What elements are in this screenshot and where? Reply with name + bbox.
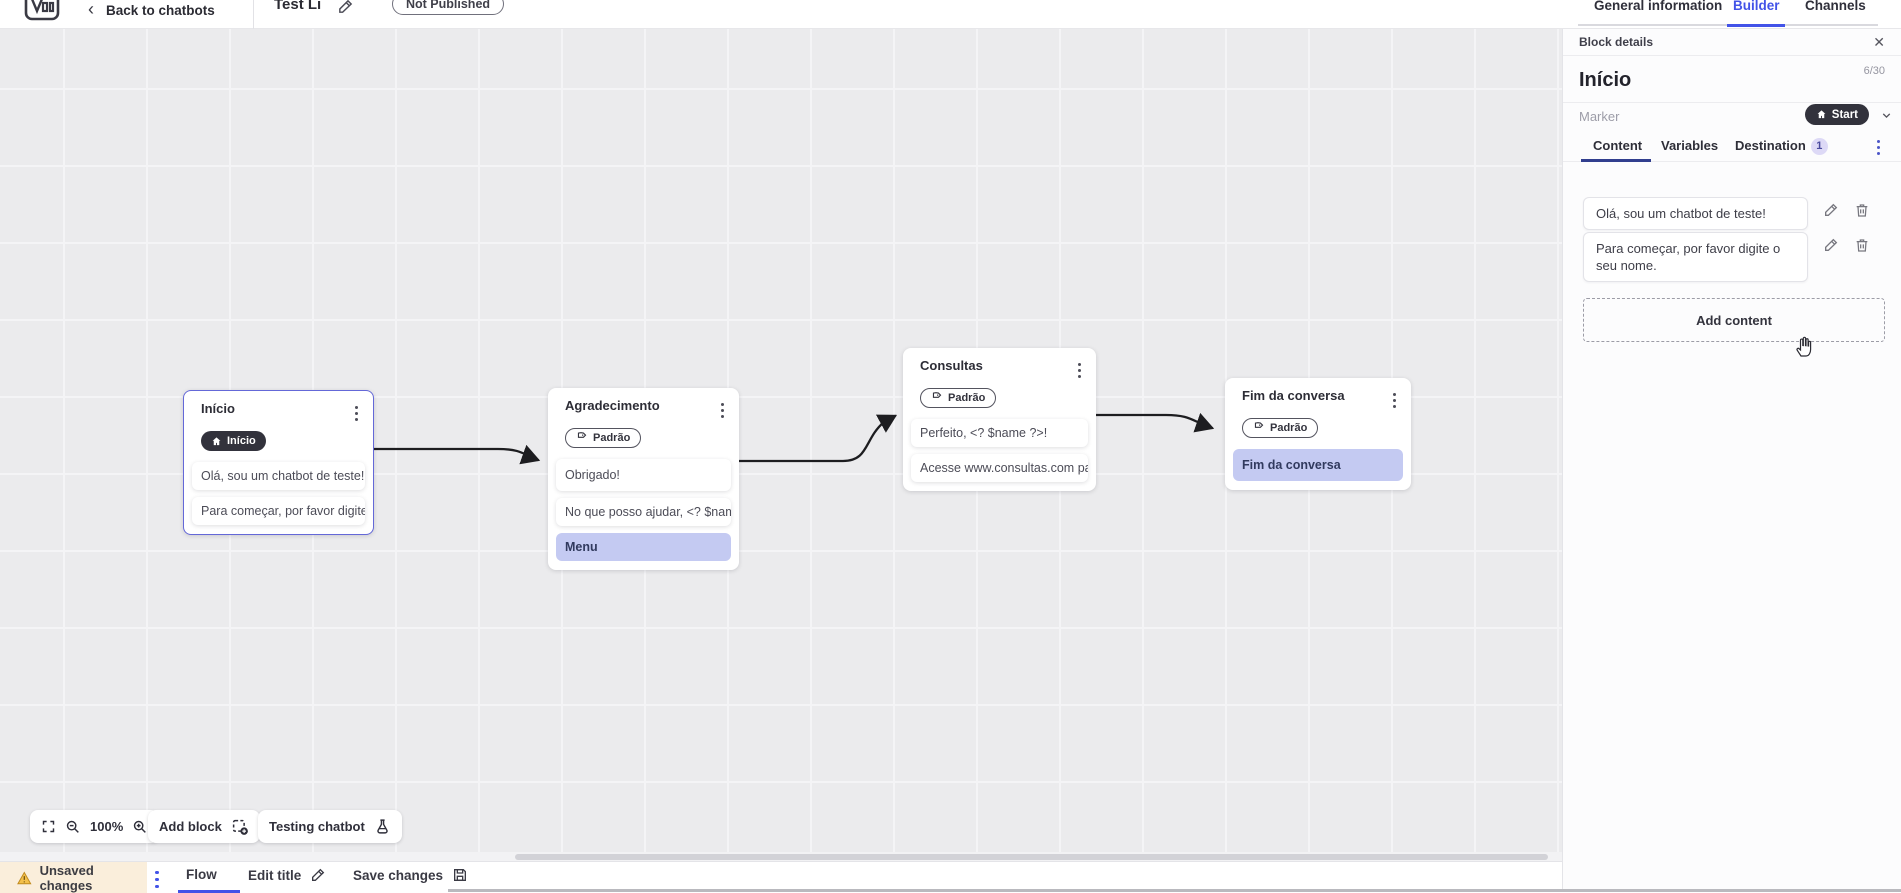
padrao-badge: Padrão [920,388,996,408]
edit-title-pencil-icon[interactable] [337,0,354,15]
flow-node-consultas[interactable]: Consultas Padrão Perfeito, <? $name ?>! … [903,348,1096,491]
add-block-icon [231,818,249,836]
node-menu-icon[interactable] [715,398,729,421]
delete-content-icon[interactable] [1854,202,1870,223]
node-title: Início [201,401,235,416]
char-counter: 6/30 [1864,65,1885,77]
delete-content-icon[interactable] [1854,237,1870,258]
canvas-horizontal-scrollbar[interactable] [0,852,1562,861]
zoom-controls: 100% [30,810,159,843]
node-message-card[interactable]: No que posso ajudar, <? $name ... [556,498,731,526]
flask-icon [374,818,391,835]
scrollbar-thumb[interactable] [515,854,1548,860]
node-menu-icon[interactable] [1072,358,1086,381]
workspace-tabs: General information Builder Channels [1562,0,1901,29]
edit-content-icon[interactable] [1823,237,1839,258]
unsaved-changes-indicator: Unsaved changes [0,862,147,893]
close-icon[interactable]: ✕ [1873,34,1885,51]
active-flow-tab-underline [178,890,240,893]
tab-builder[interactable]: Builder [1733,0,1780,13]
tag-icon [1253,422,1265,434]
app-logo [24,0,60,23]
add-block-label: Add block [159,819,222,834]
destination-count-badge: 1 [1811,138,1828,155]
tag-icon [931,392,943,404]
node-message-card[interactable]: Olá, sou um chatbot de teste! [192,462,365,490]
save-changes-button[interactable]: Save changes [353,867,468,883]
tab-variables[interactable]: Variables [1661,138,1718,153]
node-title: Fim da conversa [1242,388,1345,403]
flow-node-fim-da-conversa[interactable]: Fim da conversa Padrão Fim da conversa [1225,378,1411,490]
panel-menu-icon[interactable] [1877,137,1880,158]
content-text-card[interactable]: Olá, sou um chatbot de teste! [1583,197,1808,230]
node-menu-icon[interactable] [1387,388,1401,411]
node-title: Consultas [920,358,983,373]
testing-chatbot-label: Testing chatbot [269,819,365,834]
marker-start-button[interactable]: Start [1805,104,1869,125]
top-bar: ‹ Back to chatbots Test Li Not Published… [0,0,1901,29]
home-icon [1816,109,1827,120]
tag-icon [576,432,588,444]
home-icon [211,436,222,447]
edit-content-icon[interactable] [1823,202,1839,223]
save-icon [452,867,468,883]
edit-title-button[interactable]: Edit title [248,867,326,883]
back-chevron-icon: ‹ [88,4,94,14]
chatbot-title: Test Li [274,0,321,13]
node-message-card[interactable]: Acesse www.consultas.com par... [911,454,1088,482]
content-text-card[interactable]: Para começar, por favor digite o seu nom… [1583,232,1808,282]
add-content-button[interactable]: Add content [1583,298,1885,342]
back-label: Back to chatbots [106,3,215,18]
block-name: Início [1579,69,1631,92]
panel-title: Block details [1579,35,1653,49]
tab-general-information[interactable]: General information [1594,0,1722,13]
start-badge: Início [201,431,266,451]
topbar-divider [253,0,254,29]
pencil-icon [310,867,326,883]
node-title: Agradecimento [565,398,660,413]
tab-flow[interactable]: Flow [186,867,217,882]
testing-chatbot-button[interactable]: Testing chatbot [258,810,402,843]
content-item-row: Olá, sou um chatbot de teste! [1583,197,1870,230]
node-menu-card[interactable]: Menu [556,533,731,561]
zoom-out-icon[interactable] [65,819,81,835]
flow-node-inicio[interactable]: Início Início Olá, sou um chatbot de tes… [183,390,374,535]
warning-icon [17,871,32,885]
tab-channels[interactable]: Channels [1805,0,1866,13]
fullscreen-icon[interactable] [41,819,56,834]
node-message-card[interactable]: Perfeito, <? $name ?>! [911,419,1088,447]
back-to-chatbots-button[interactable]: ‹ Back to chatbots [88,0,215,26]
zoom-in-icon[interactable] [132,819,148,835]
divider [1563,102,1901,103]
node-message-card[interactable]: Obrigado! [556,459,731,491]
node-menu-icon[interactable] [349,401,363,424]
flow-canvas[interactable]: Início Início Olá, sou um chatbot de tes… [0,29,1562,861]
status-badge: Not Published [392,0,504,15]
active-tab-underline [1727,24,1785,27]
bottom-bar: Unsaved changes Flow Edit title Save cha… [0,861,1562,892]
content-item-row: Para começar, por favor digite o seu nom… [1583,232,1870,282]
add-block-button[interactable]: Add block [148,810,260,843]
flow-menu-icon[interactable] [155,867,159,892]
marker-label: Marker [1579,109,1619,124]
padrao-badge: Padrão [1242,418,1318,438]
tab-content[interactable]: Content [1593,138,1642,153]
active-panel-tab-underline [1581,159,1651,162]
flow-node-agradecimento[interactable]: Agradecimento Padrão Obrigado! No que po… [548,388,739,570]
chevron-down-icon[interactable] [1880,109,1893,127]
block-details-panel: Block details ✕ Início 6/30 Marker Start… [1562,29,1901,892]
zoom-level: 100% [90,819,123,834]
node-message-card[interactable]: Para começar, por favor digite o ... [192,497,365,525]
node-end-card[interactable]: Fim da conversa [1233,449,1403,481]
padrao-badge: Padrão [565,428,641,448]
